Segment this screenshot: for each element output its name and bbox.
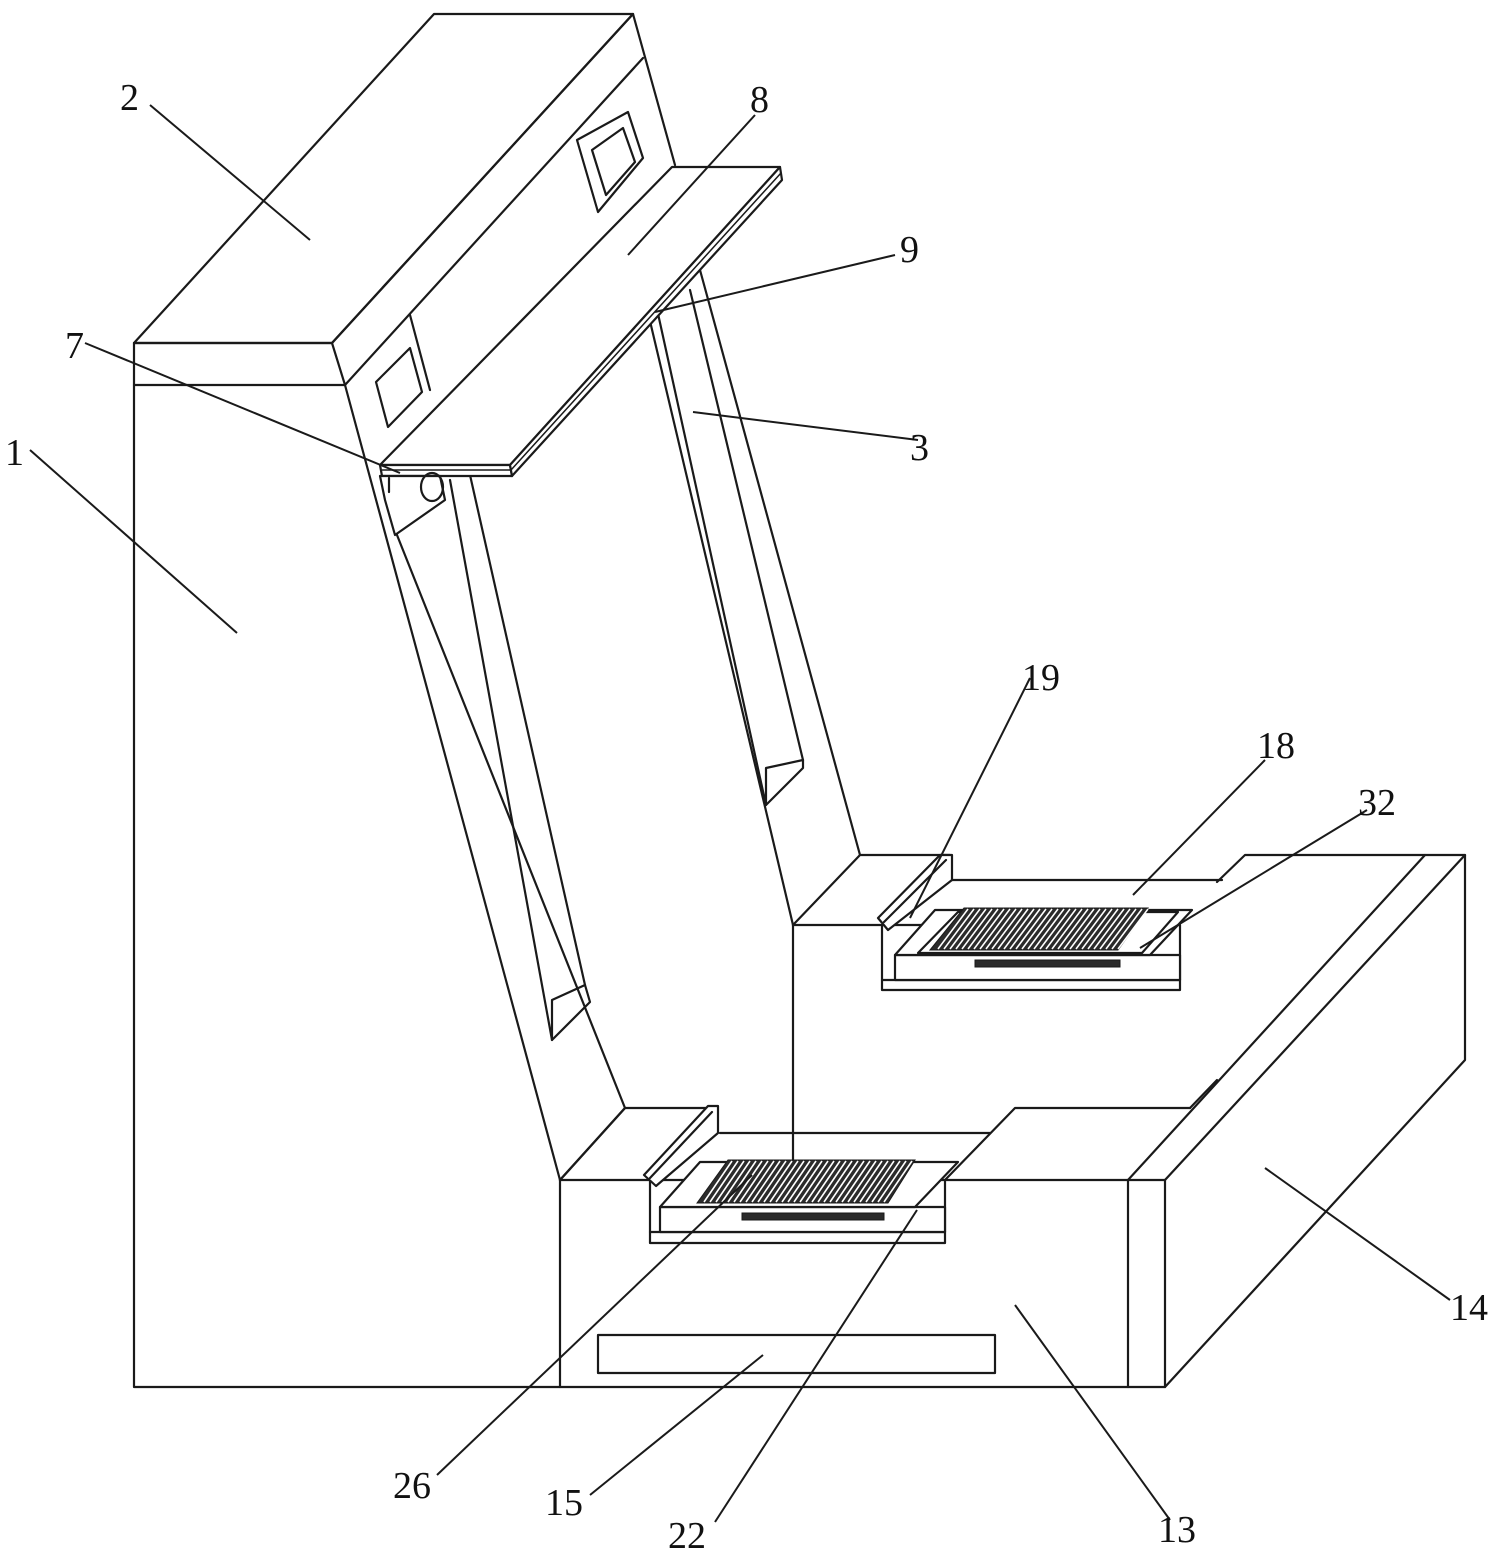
upper-fin-1 bbox=[943, 908, 975, 950]
upper-fins bbox=[937, 908, 1149, 950]
upper-fin-8 bbox=[985, 908, 1017, 950]
upper-fin-5 bbox=[967, 908, 999, 950]
label-2: 2 bbox=[120, 77, 139, 119]
label-3: 3 bbox=[910, 427, 929, 469]
upper-fin-13 bbox=[1015, 908, 1047, 950]
upper-fin-14 bbox=[1021, 908, 1053, 950]
lower-tray bbox=[642, 1104, 960, 1245]
lower-fin-15 bbox=[793, 1160, 823, 1203]
inclined-column bbox=[343, 268, 862, 1182]
upper-step bbox=[791, 853, 1224, 1162]
label-13: 13 bbox=[1158, 1509, 1196, 1551]
upper-fin-3 bbox=[955, 908, 987, 950]
label-26: 26 bbox=[393, 1465, 431, 1507]
lower-fin-6 bbox=[739, 1160, 769, 1203]
upper-fin-18 bbox=[1045, 908, 1077, 950]
lower-fins bbox=[703, 1160, 913, 1203]
lower-fin-25 bbox=[853, 1160, 883, 1203]
upper-fin-25 bbox=[1087, 908, 1119, 950]
upper-fin-16 bbox=[1033, 908, 1065, 950]
lower-fin-23 bbox=[841, 1160, 871, 1203]
upper-fin-0 bbox=[937, 908, 969, 950]
lower-fin-22 bbox=[835, 1160, 865, 1203]
lower-fin-17 bbox=[805, 1160, 835, 1203]
upper-fin-12 bbox=[1009, 908, 1041, 950]
lower-fin-14 bbox=[787, 1160, 817, 1203]
upper-fin-28 bbox=[1105, 908, 1137, 950]
upper-fin-4 bbox=[961, 908, 993, 950]
lower-fin-12 bbox=[775, 1160, 805, 1203]
top-box bbox=[132, 12, 677, 429]
leader-lines bbox=[29, 104, 1451, 1523]
upper-fin-10 bbox=[997, 908, 1029, 950]
lower-fin-5 bbox=[733, 1160, 763, 1203]
label-7: 7 bbox=[65, 325, 84, 367]
lower-fin-30 bbox=[883, 1160, 913, 1203]
lower-fin-10 bbox=[763, 1160, 793, 1203]
upper-fin-29 bbox=[1111, 908, 1143, 950]
upper-fin-24 bbox=[1081, 908, 1113, 950]
label-32: 32 bbox=[1358, 782, 1396, 824]
lower-fin-13 bbox=[781, 1160, 811, 1203]
upper-fin-6 bbox=[973, 908, 1005, 950]
lower-fin-19 bbox=[817, 1160, 847, 1203]
lower-fin-28 bbox=[871, 1160, 901, 1203]
upper-fin-7 bbox=[979, 908, 1011, 950]
lower-fin-21 bbox=[829, 1160, 859, 1203]
lower-fin-0 bbox=[703, 1160, 733, 1203]
label-8: 8 bbox=[750, 79, 769, 121]
label-19: 19 bbox=[1022, 657, 1060, 699]
upper-fin-11 bbox=[1003, 908, 1035, 950]
lower-fin-26 bbox=[859, 1160, 889, 1203]
lower-fin-7 bbox=[745, 1160, 775, 1203]
upper-fin-26 bbox=[1093, 908, 1125, 950]
label-1: 1 bbox=[5, 432, 24, 474]
label-9: 9 bbox=[900, 229, 919, 271]
lower-fin-8 bbox=[751, 1160, 781, 1203]
lower-base bbox=[558, 1106, 1192, 1389]
upper-fin-20 bbox=[1057, 908, 1089, 950]
part-labels: 2 8 9 7 3 1 19 18 32 14 26 15 22 13 bbox=[5, 77, 1488, 1557]
main-body bbox=[132, 341, 562, 1389]
label-22: 22 bbox=[668, 1515, 706, 1557]
hinged-plate bbox=[378, 165, 784, 478]
right-block bbox=[1126, 853, 1467, 1389]
lower-fin-18 bbox=[811, 1160, 841, 1203]
lower-fin-24 bbox=[847, 1160, 877, 1203]
lower-fin-16 bbox=[799, 1160, 829, 1203]
hinge-bracket bbox=[378, 471, 447, 537]
upper-fin-23 bbox=[1075, 908, 1107, 950]
upper-fin-19 bbox=[1051, 908, 1083, 950]
lower-fin-2 bbox=[715, 1160, 745, 1203]
lower-fin-1 bbox=[709, 1160, 739, 1203]
label-15: 15 bbox=[545, 1482, 583, 1524]
upper-fin-15 bbox=[1027, 908, 1059, 950]
label-18: 18 bbox=[1257, 725, 1295, 767]
lower-fin-4 bbox=[727, 1160, 757, 1203]
lower-fin-9 bbox=[757, 1160, 787, 1203]
lower-fin-3 bbox=[721, 1160, 751, 1203]
lower-fin-29 bbox=[877, 1160, 907, 1203]
upper-fin-22 bbox=[1069, 908, 1101, 950]
upper-fin-21 bbox=[1063, 908, 1095, 950]
label-14: 14 bbox=[1450, 1287, 1488, 1329]
upper-fin-2 bbox=[949, 908, 981, 950]
lower-fin-11 bbox=[769, 1160, 799, 1203]
upper-fin-9 bbox=[991, 908, 1023, 950]
lower-fin-20 bbox=[823, 1160, 853, 1203]
upper-fin-30 bbox=[1117, 908, 1149, 950]
lower-fin-27 bbox=[865, 1160, 895, 1203]
upper-fin-17 bbox=[1039, 908, 1071, 950]
upper-tray bbox=[876, 853, 1194, 992]
upper-fin-27 bbox=[1099, 908, 1131, 950]
